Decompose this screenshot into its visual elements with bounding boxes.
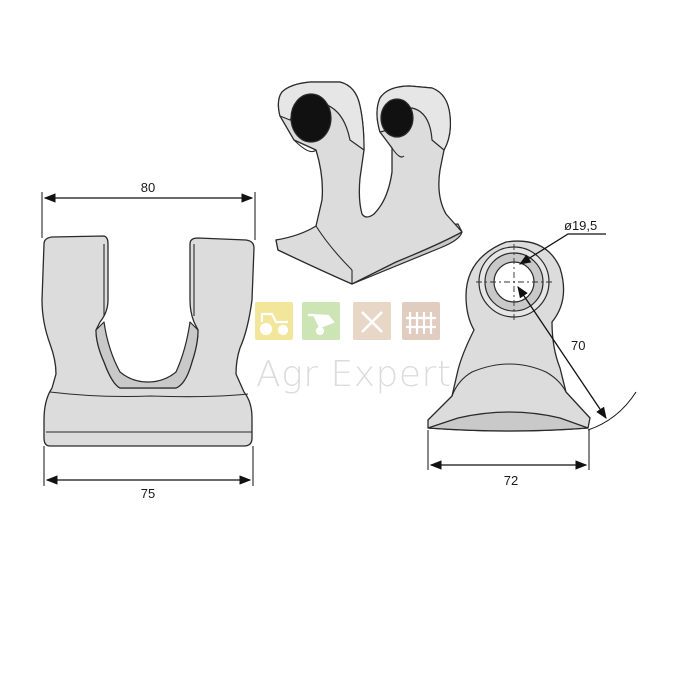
iso-right-hole: [380, 98, 414, 138]
dimension-70-label: 70: [571, 338, 585, 353]
dimension-72-group: 72: [427, 430, 590, 488]
dimension-72-label: 72: [504, 473, 518, 488]
watermark-text: Agr Expert: [256, 354, 451, 395]
watermark: Agr Expert: [255, 302, 451, 395]
isometric-view-part: [275, 81, 463, 285]
fence-icon: [402, 302, 440, 340]
side-view-part: [427, 240, 591, 432]
dimension-80-label: 80: [141, 180, 155, 195]
front-view-part: [41, 235, 255, 447]
dimension-75-label: 75: [141, 486, 155, 501]
dimension-75-group: 75: [43, 446, 254, 501]
dimension-70-group: 70: [517, 286, 637, 431]
hole-diameter-callout: ø19,5: [519, 218, 606, 265]
dimension-80-group: 80: [41, 180, 256, 240]
hole-diameter-label: ø19,5: [564, 218, 597, 233]
iso-left-hole: [290, 93, 332, 143]
